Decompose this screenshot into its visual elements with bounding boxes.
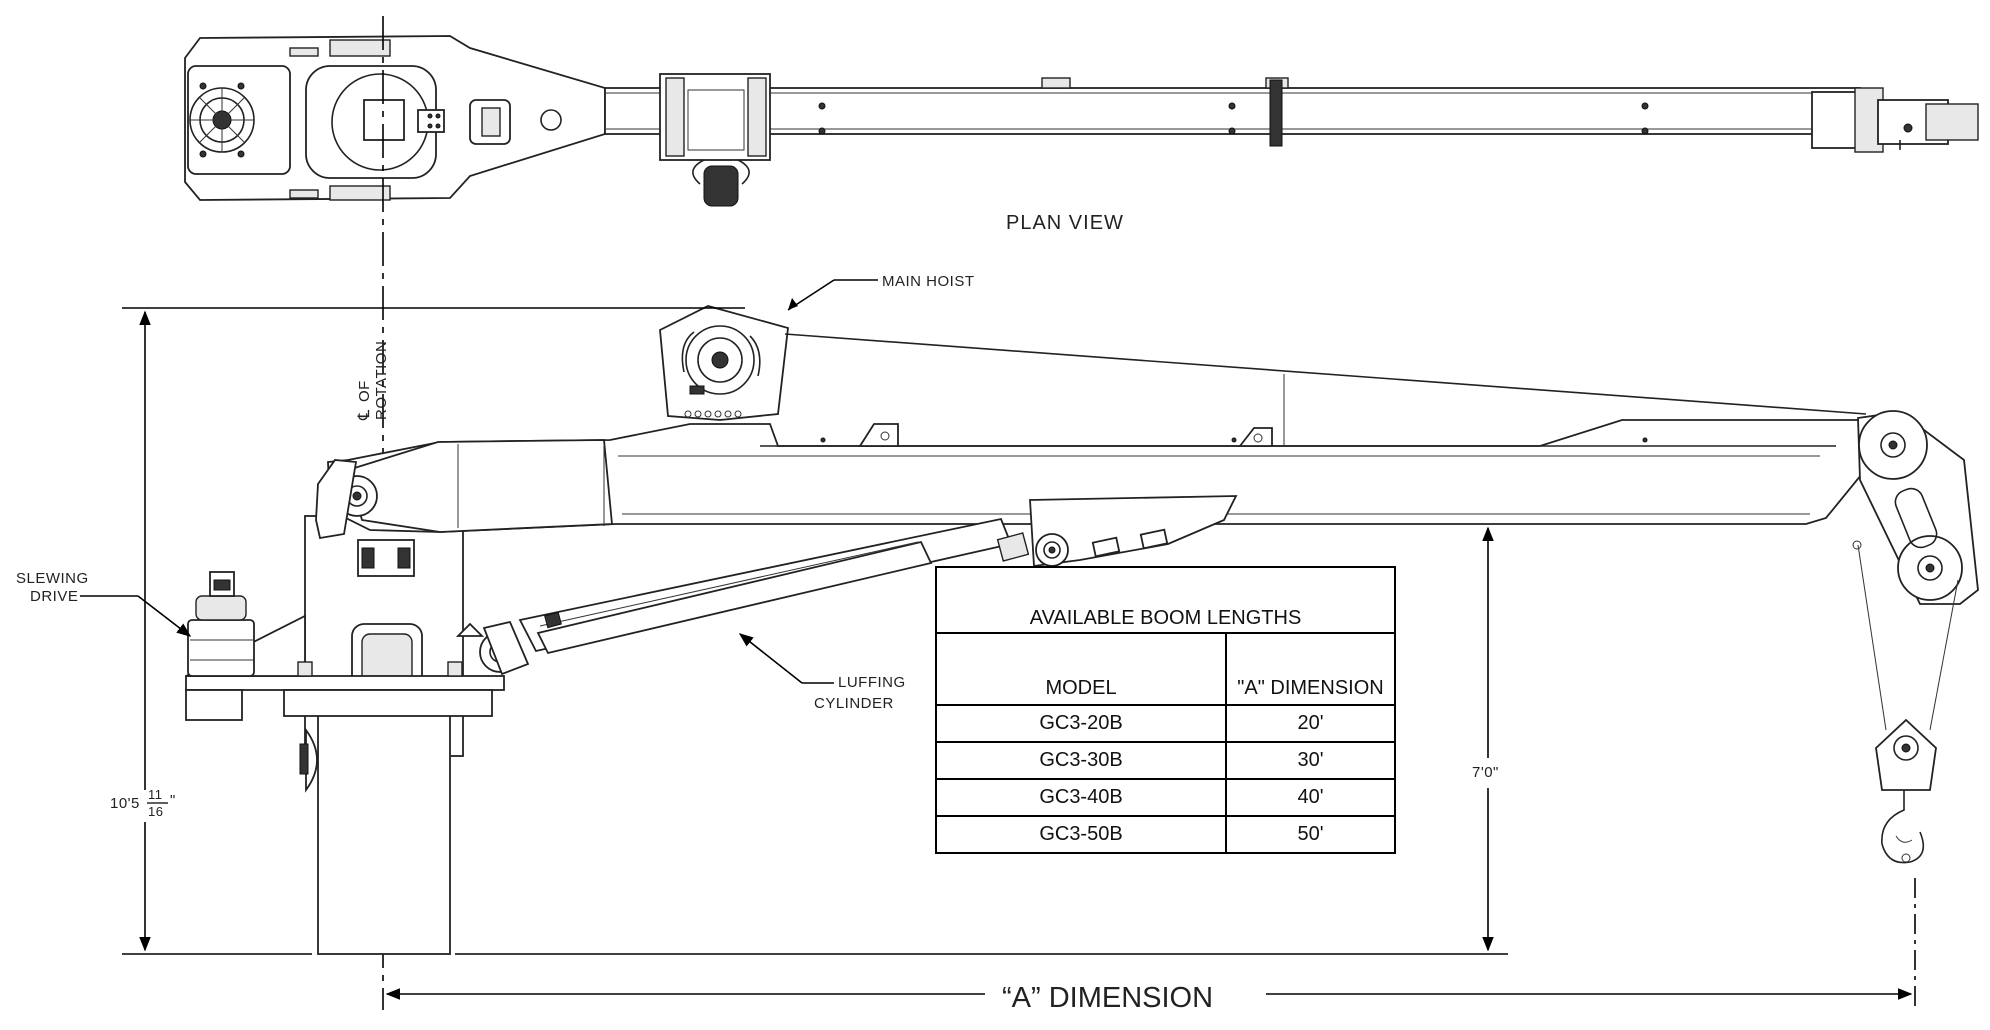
slewing-drive-leader bbox=[137, 595, 192, 637]
dimension-cell: 40' bbox=[1225, 778, 1396, 817]
boom-lengths-table: AVAILABLE BOOM LENGTHS MODEL "A" DIMENSI… bbox=[935, 566, 1396, 854]
dimension-cell: 50' bbox=[1225, 815, 1396, 854]
table-row: GC3-40B 40' bbox=[935, 778, 1396, 817]
dimension-cell: 30' bbox=[1225, 741, 1396, 780]
table-row: GC3-20B 20' bbox=[935, 704, 1396, 743]
model-column-header: MODEL bbox=[935, 632, 1227, 706]
table-row: GC3-50B 50' bbox=[935, 815, 1396, 854]
model-cell: GC3-20B bbox=[935, 704, 1227, 743]
hoist-bolt-row bbox=[684, 410, 742, 418]
hook-height-label: 7'0" bbox=[1472, 764, 1499, 781]
slewing-drive-label-line1: SLEWING bbox=[16, 570, 89, 587]
model-cell: GC3-40B bbox=[935, 778, 1227, 817]
luffing-cylinder-leader bbox=[738, 633, 803, 684]
svg-text:ROTATION: ROTATION bbox=[373, 341, 390, 420]
slewing-drive-label-line2: DRIVE bbox=[30, 588, 78, 605]
svg-text:℄: ℄ bbox=[356, 409, 373, 421]
svg-text:16: 16 bbox=[148, 804, 163, 819]
overall-height-dimension bbox=[122, 307, 1508, 955]
luffing-cylinder-label-line2: CYLINDER bbox=[814, 695, 894, 712]
elevation-drawing bbox=[185, 305, 1979, 955]
overall-height-label: 10'5 11 16 " bbox=[110, 787, 176, 819]
plan-view-drawing bbox=[184, 35, 1979, 207]
svg-text:OF: OF bbox=[356, 380, 373, 402]
boom-table-title: AVAILABLE BOOM LENGTHS bbox=[935, 566, 1396, 634]
luffing-cylinder-label-line1: LUFFING bbox=[838, 674, 906, 691]
dimension-column-header: "A" DIMENSION bbox=[1225, 632, 1396, 706]
dimension-cell: 20' bbox=[1225, 704, 1396, 743]
table-row: GC3-30B 30' bbox=[935, 741, 1396, 780]
a-dimension-line bbox=[385, 878, 1916, 1010]
model-cell: GC3-50B bbox=[935, 815, 1227, 854]
plan-view-label: PLAN VIEW bbox=[1006, 212, 1124, 234]
centerline-label: ℄ OF ROTATION bbox=[356, 341, 390, 421]
svg-text:11: 11 bbox=[148, 787, 163, 802]
svg-text:10'5: 10'5 bbox=[110, 795, 140, 812]
main-hoist-label: MAIN HOIST bbox=[882, 273, 975, 290]
a-dimension-label: “A” DIMENSION bbox=[1002, 982, 1213, 1014]
svg-text:": " bbox=[170, 792, 176, 809]
model-cell: GC3-30B bbox=[935, 741, 1227, 780]
